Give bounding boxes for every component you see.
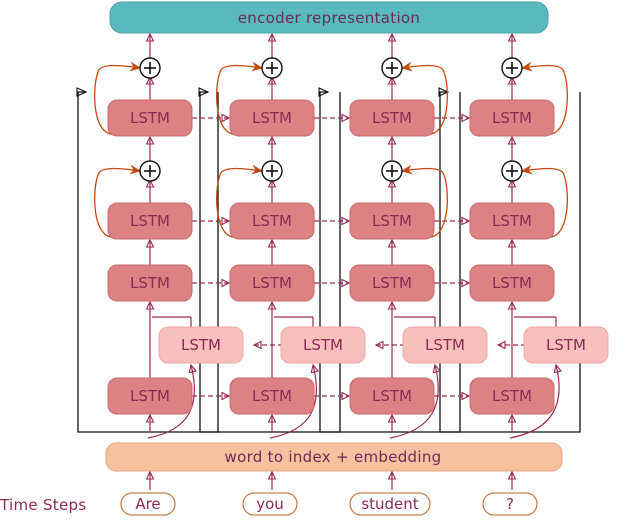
lstm-backward-4 <box>523 326 609 364</box>
embed-to-backward-4 <box>509 363 563 439</box>
lstm-layer1-3 <box>349 377 435 415</box>
embedding-bar <box>105 442 563 472</box>
lstm-layer2-2 <box>229 264 315 302</box>
embed-to-backward-3 <box>389 363 442 439</box>
token-4: ? <box>506 495 514 513</box>
lstm-layer1-1-label: LSTM <box>130 387 170 405</box>
lstm-layer4-1-label: LSTM <box>130 109 170 127</box>
lstm-layer3-2 <box>229 202 315 240</box>
lstm-backward-2-label: LSTM <box>303 336 343 354</box>
lstm-layer4-1 <box>107 99 193 137</box>
token-1: Are <box>135 495 160 513</box>
residual-mid-2 <box>216 169 262 238</box>
lstm-layer1-4 <box>469 377 555 415</box>
lstm-layer1-3-label: LSTM <box>372 387 412 405</box>
lstm-layer3-1-label: LSTM <box>130 212 170 230</box>
time-step-frame-1 <box>76 87 219 433</box>
lstm-layer4-2-label: LSTM <box>252 109 292 127</box>
encoder-representation-bar <box>109 1 549 34</box>
lstm-layer3-1 <box>107 202 193 240</box>
lstm-layer4-4 <box>469 99 555 137</box>
residual-mid-3 <box>402 169 448 238</box>
embed-to-backward-2 <box>269 363 320 439</box>
token-pill-4 <box>482 492 538 516</box>
lstm-backward-1 <box>158 326 244 364</box>
lstm-layer1-2-label: LSTM <box>252 387 292 405</box>
embedding-label: word to index + embedding <box>225 448 442 466</box>
lstm-layer4-3 <box>349 99 435 137</box>
lstm-layer2-3 <box>349 264 435 302</box>
residual-top-1 <box>94 66 140 135</box>
lstm-layer2-3-label: LSTM <box>372 274 412 292</box>
token-2: you <box>256 495 284 513</box>
lstm-layer3-3-label: LSTM <box>372 212 412 230</box>
residual-top-2 <box>216 66 262 135</box>
lstm-layer2-1-label: LSTM <box>130 274 170 292</box>
residual-top-3 <box>402 66 448 135</box>
token-3: student <box>361 495 418 513</box>
lstm-layer4-4-label: LSTM <box>492 109 532 127</box>
lstm-layer3-4 <box>469 202 555 240</box>
time-step-frame-4 <box>438 87 581 433</box>
lstm-backward-3 <box>402 326 488 364</box>
residual-mid-4 <box>522 169 568 238</box>
lstm-layer4-2 <box>229 99 315 137</box>
lstm-layer4-3-label: LSTM <box>372 109 412 127</box>
time-steps-label: Time Steps <box>0 496 86 514</box>
lstm-layer2-1 <box>107 264 193 302</box>
encoder-representation-label: encoder representation <box>238 9 420 27</box>
residual-mid-1 <box>94 169 140 238</box>
lstm-layer2-4 <box>469 264 555 302</box>
residual-top-4 <box>522 66 568 135</box>
token-pill-3 <box>349 492 431 516</box>
lstm-backward-1-label: LSTM <box>181 336 221 354</box>
lstm-layer2-4-label: LSTM <box>492 274 532 292</box>
lstm-layer3-2-label: LSTM <box>252 212 292 230</box>
token-pill-2 <box>242 492 298 516</box>
lstm-layer1-2 <box>229 377 315 415</box>
lstm-backward-2 <box>280 326 366 364</box>
lstm-layer2-2-label: LSTM <box>252 274 292 292</box>
lstm-backward-4-label: LSTM <box>546 336 586 354</box>
time-step-frame-3 <box>318 87 461 433</box>
lstm-layer3-4-label: LSTM <box>492 212 532 230</box>
time-step-frame-2 <box>198 87 341 433</box>
lstm-backward-3-label: LSTM <box>425 336 465 354</box>
lstm-layer1-4-label: LSTM <box>492 387 532 405</box>
embed-to-backward-1 <box>147 363 198 439</box>
token-pill-1 <box>120 492 176 516</box>
lstm-layer1-1 <box>107 377 193 415</box>
lstm-layer3-3 <box>349 202 435 240</box>
